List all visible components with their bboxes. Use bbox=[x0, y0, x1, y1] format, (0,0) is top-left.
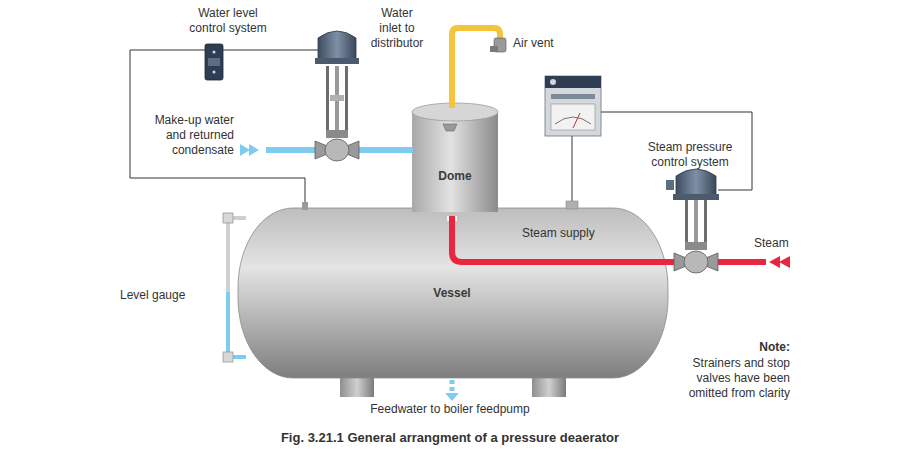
air-vent-valve bbox=[490, 38, 506, 52]
level-sensor bbox=[302, 202, 308, 210]
part-name: Dome bbox=[438, 169, 471, 183]
steam-pipe bbox=[452, 216, 766, 262]
dome-shell bbox=[412, 112, 498, 212]
figure-caption: Fig. 3.21.1 General arrangment of a pres… bbox=[0, 430, 900, 445]
dome-region: Dome bbox=[412, 118, 498, 212]
level-controller bbox=[205, 44, 223, 80]
annotation-label: Strainers and stop valves have been omit… bbox=[668, 356, 790, 401]
annotation-label: Make-up water and returned condensate bbox=[138, 113, 234, 158]
annotation-label: Level gauge bbox=[120, 288, 220, 303]
distributor-nozzle bbox=[443, 124, 457, 131]
flow-arrow bbox=[769, 256, 790, 268]
annotation-label: Water inlet to distributor bbox=[369, 6, 425, 51]
flow-arrow bbox=[240, 144, 259, 156]
annotation-label: Note: bbox=[700, 340, 790, 355]
feedwater-outlet bbox=[445, 380, 459, 401]
annotation-label: Steam supply bbox=[522, 226, 632, 241]
annotation-label: Air vent bbox=[513, 36, 583, 51]
annotation-label: Feedwater to boiler feedpump bbox=[300, 402, 600, 417]
air-vent-pipe bbox=[452, 28, 500, 108]
annotation-label: Water level control system bbox=[183, 6, 273, 36]
water-control-valve bbox=[315, 31, 359, 161]
pressure-sensor bbox=[566, 201, 578, 209]
steam-control-valve bbox=[666, 169, 719, 273]
annotation-label: Steam bbox=[754, 236, 814, 251]
part-name: Vessel bbox=[433, 286, 470, 300]
annotation-label: Steam pressure control system bbox=[640, 140, 740, 170]
pressure-controller bbox=[545, 76, 601, 136]
